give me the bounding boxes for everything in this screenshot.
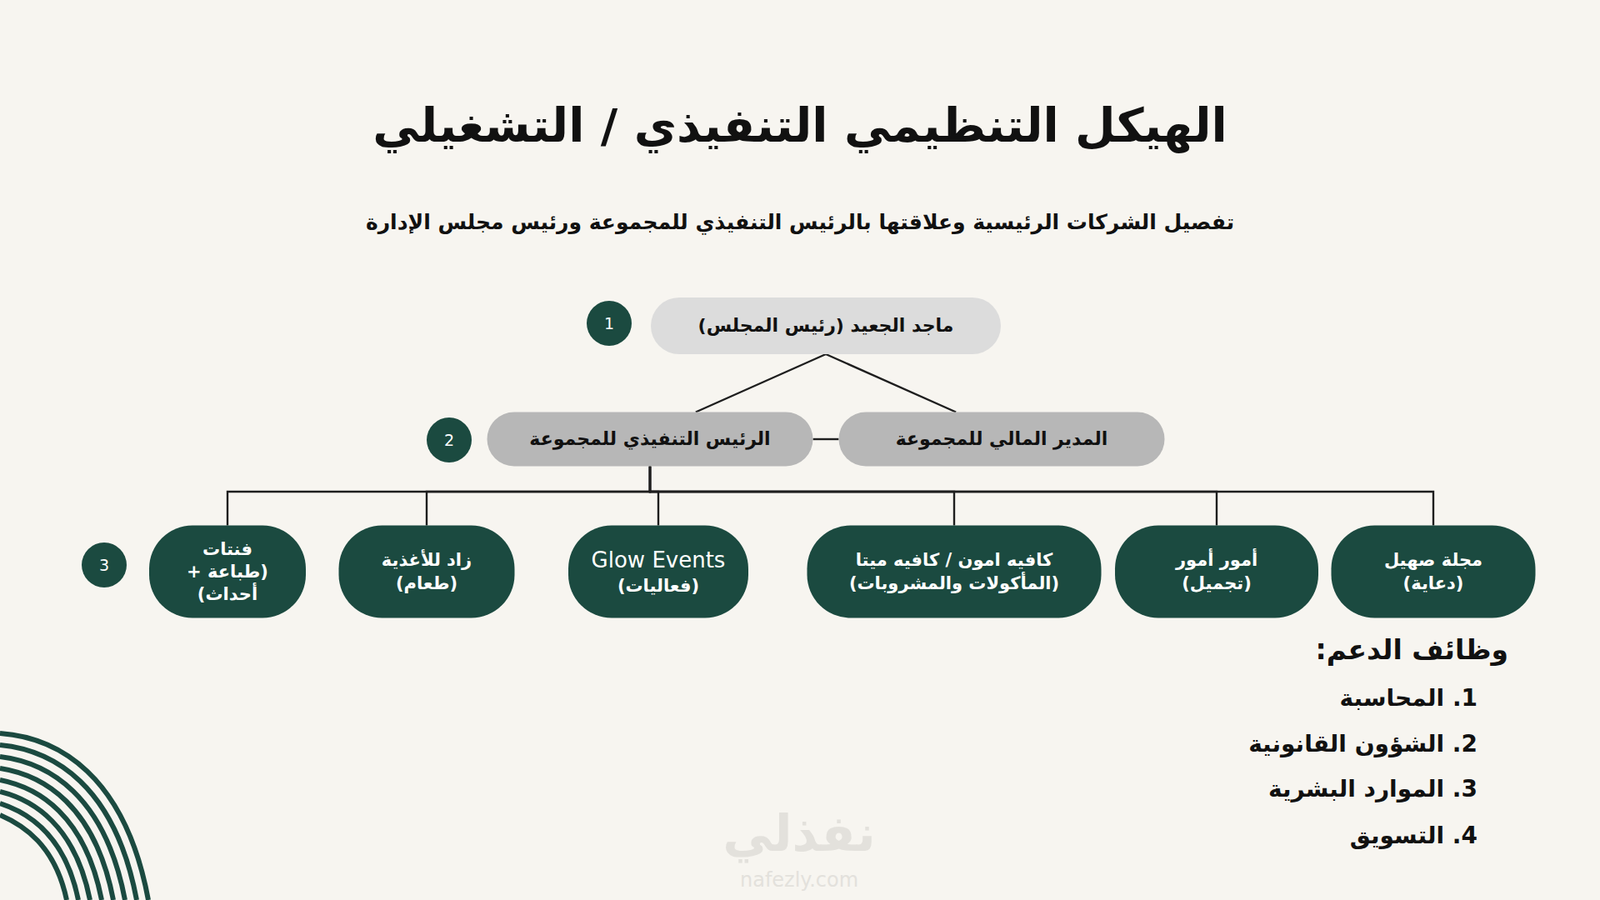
role-box: الرئيس التنفيذي للمجموعة <box>487 412 814 467</box>
box-label: المدير المالي للمجموعة <box>895 427 1109 452</box>
role-box: المدير المالي للمجموعة <box>839 412 1165 467</box>
title: الهيكل التنظيمي التنفيذي / التشغيلي <box>372 98 1227 153</box>
support-heading: وظائف الدعم: <box>1315 633 1509 666</box>
box-label: كافيه امون / كافيه ميتا <box>855 549 1054 572</box>
box-label: فنتات <box>202 537 253 560</box>
support-item: 4. التسويق <box>1350 821 1478 850</box>
company-box: فنتات(طباعة + أحداث) <box>149 525 306 619</box>
box-category: (طباعة + أحداث) <box>164 560 291 606</box>
connector <box>650 466 659 526</box>
support-item: 3. الموارد البشرية <box>1268 775 1478 803</box>
callout-number: 3 <box>81 542 127 588</box>
connector <box>227 466 650 526</box>
company-box: مجلة صهيل(دعاية) <box>1331 525 1536 619</box>
box-category: (فعاليات) <box>617 574 700 597</box>
subtitle: تفصيل الشركات الرئيسية وعلاقتها بالرئيس … <box>365 210 1235 235</box>
company-box: أمور أمور(تجميل) <box>1115 525 1319 619</box>
watermark-url: nafezly.com <box>740 868 859 892</box>
connector <box>650 466 1217 526</box>
watermark: نفذلي <box>722 804 876 863</box>
box-category: (دعاية) <box>1403 571 1465 595</box>
connector <box>695 354 826 413</box>
connector <box>825 354 956 413</box>
connector <box>650 466 1434 526</box>
box-label: مجلة صهيل <box>1384 549 1483 572</box>
company-box: زاد للأغذية(طعام) <box>339 525 515 619</box>
company-box: Glow Events(فعاليات) <box>568 525 749 619</box>
connector <box>426 466 650 526</box>
callout-number: 2 <box>426 417 472 463</box>
box-category: (تجميل) <box>1181 571 1252 595</box>
role-box: ماجد الجعيد (رئيس المجلس) <box>650 297 1001 355</box>
box-label: أمور أمور <box>1175 549 1258 572</box>
box-category: (المأكولات والمشروبات) <box>849 571 1060 595</box>
box-label: Glow Events <box>591 545 726 575</box>
callout-number: 1 <box>586 300 632 346</box>
company-box: كافيه امون / كافيه ميتا(المأكولات والمشر… <box>807 525 1102 619</box>
box-label: الرئيس التنفيذي للمجموعة <box>529 427 770 452</box>
connector <box>813 438 840 440</box>
corner-stripes <box>0 733 149 900</box>
box-label: زاد للأغذية <box>381 549 472 572</box>
box-category: (طعام) <box>395 571 458 595</box>
support-item: 1. المحاسبة <box>1340 684 1478 712</box>
box-label: ماجد الجعيد (رئيس المجلس) <box>698 314 955 339</box>
support-item: 2. الشؤون القانونية <box>1248 730 1478 758</box>
connector <box>650 466 955 526</box>
